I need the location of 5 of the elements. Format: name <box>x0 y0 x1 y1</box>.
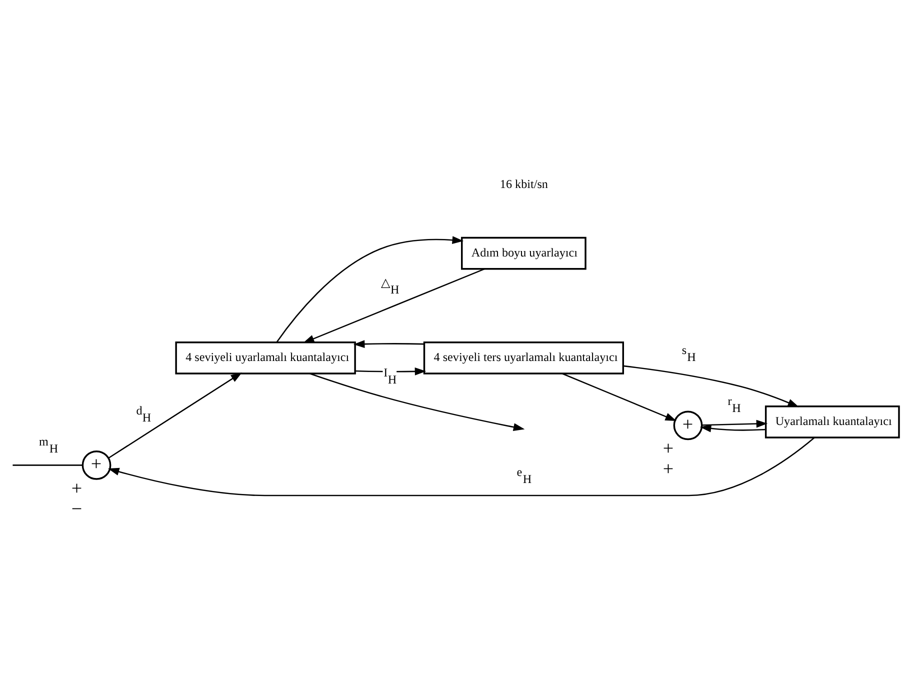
node-label: − <box>71 498 82 520</box>
node-label: + <box>71 478 82 499</box>
node-label: + <box>662 438 674 459</box>
label: 16 kbit/sn <box>500 176 548 191</box>
node-label: + <box>662 458 674 480</box>
